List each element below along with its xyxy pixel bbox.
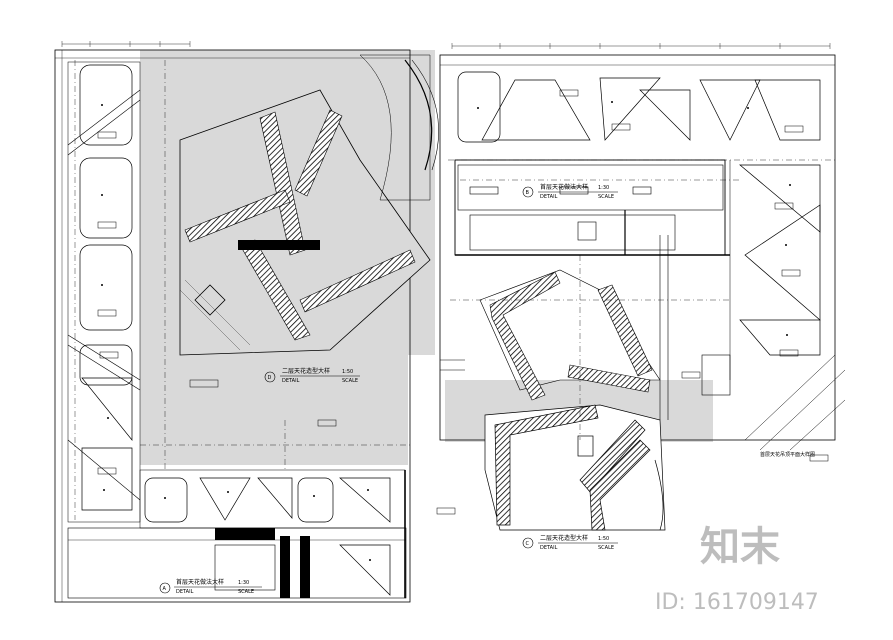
star-feature-d	[179, 54, 439, 356]
left-panel-column	[67, 61, 141, 523]
center-lines	[74, 60, 410, 520]
right-walls	[440, 235, 731, 420]
watermark-logo: 知末	[700, 524, 780, 570]
right-center-lines	[448, 159, 835, 440]
svg-text:二层天花造型大样: 二层天花造型大样	[282, 367, 330, 375]
sheet-note: 首层天花吊顶平面大样图	[760, 451, 815, 458]
top-triangle-row	[457, 71, 821, 143]
detail-a-strip	[67, 470, 407, 599]
svg-text:A: A	[163, 586, 167, 592]
detail-b	[454, 159, 730, 256]
svg-text:1:30: 1:30	[598, 185, 609, 191]
view-title-d: D 二层天花造型大样 DETAIL 1:50 SCALE	[264, 367, 360, 384]
svg-text:SCALE: SCALE	[238, 589, 254, 595]
svg-text:1:50: 1:50	[598, 536, 609, 542]
tag-boxes	[97, 131, 456, 515]
view-title-b: B 首层天花做法大样 DETAIL 1:30 SCALE	[522, 183, 618, 200]
stair-lines	[744, 354, 846, 451]
svg-text:DETAIL: DETAIL	[282, 378, 300, 384]
view-title-a: A 首层天花做法大样 DETAIL 1:30 SCALE	[159, 578, 262, 595]
watermark-id: ID: 161709147	[655, 590, 819, 615]
right-sheet	[101, 43, 846, 561]
svg-text:1:30: 1:30	[238, 580, 249, 586]
svg-text:SCALE: SCALE	[598, 194, 614, 200]
svg-text:DETAIL: DETAIL	[176, 589, 194, 595]
svg-text:首层天花做法大样: 首层天花做法大样	[176, 578, 224, 586]
svg-text:首层天花做法大样: 首层天花做法大样	[540, 183, 588, 191]
svg-text:DETAIL: DETAIL	[540, 545, 558, 551]
star-feature-c-lower	[484, 404, 666, 531]
svg-text:DETAIL: DETAIL	[540, 194, 558, 200]
diagonal-beams	[67, 89, 141, 501]
svg-text:D: D	[268, 375, 272, 381]
svg-text:B: B	[526, 190, 530, 196]
right-triangle-column	[729, 160, 821, 380]
svg-text:SCALE: SCALE	[598, 545, 614, 551]
svg-text:二层天花造型大样: 二层天花造型大样	[540, 534, 588, 542]
svg-text:1:50: 1:50	[342, 369, 353, 375]
svg-text:C: C	[526, 541, 530, 547]
view-title-c: C 二层天花造型大样 DETAIL 1:50 SCALE	[522, 534, 618, 551]
left-sheet	[54, 41, 456, 603]
right-tag-boxes	[559, 89, 829, 462]
svg-text:SCALE: SCALE	[342, 378, 358, 384]
